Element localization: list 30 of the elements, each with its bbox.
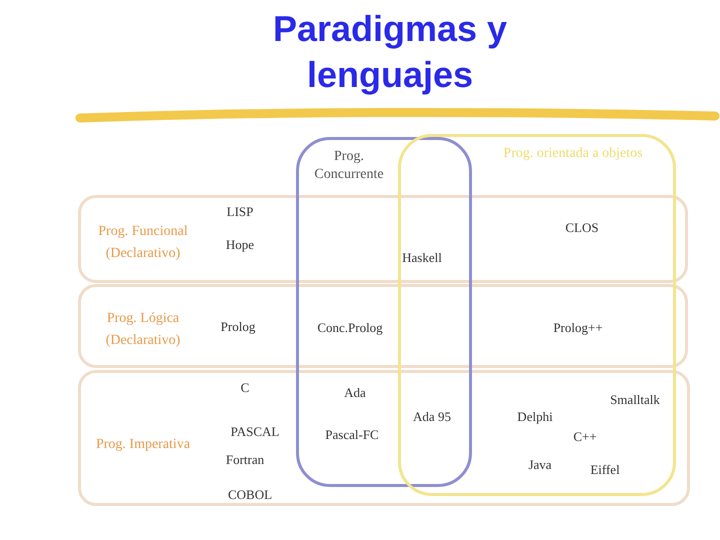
- language-name: C: [240, 380, 250, 396]
- language-name: Java: [528, 457, 552, 473]
- title: Paradigmas y lenguajes: [272, 7, 508, 97]
- language-name: Hope: [226, 237, 254, 253]
- language-name: Conc.Prolog: [317, 320, 383, 336]
- column-heading: Prog. orientada a objetos: [502, 145, 644, 163]
- language-name: Ada: [344, 385, 366, 401]
- column-heading: Prog. Concurrente: [313, 148, 385, 184]
- row-band: [78, 370, 690, 506]
- language-name: Ada 95: [413, 409, 451, 425]
- row-heading: Prog. Imperativa: [94, 436, 192, 454]
- column-outline: [296, 137, 472, 487]
- language-name: Prolog++: [553, 320, 603, 336]
- language-name: PASCAL: [230, 424, 280, 440]
- language-name: Haskell: [402, 250, 442, 266]
- language-name: Prolog: [220, 319, 256, 335]
- row-band: [78, 284, 688, 368]
- language-name: Pascal-FC: [325, 427, 379, 443]
- language-name: C++: [573, 429, 597, 445]
- language-name: Delphi: [517, 409, 553, 425]
- language-name: LISP: [226, 204, 254, 220]
- row-heading: Prog. Lógica (Declarativo): [104, 310, 182, 350]
- language-name: Smalltalk: [610, 392, 660, 408]
- row-band: [78, 195, 688, 283]
- language-name: CLOS: [565, 220, 599, 236]
- language-name: Eiffel: [590, 462, 620, 478]
- row-heading: Prog. Funcional (Declarativo): [97, 223, 189, 263]
- column-outline: [398, 134, 676, 496]
- language-name: Fortran: [226, 452, 264, 468]
- language-name: COBOL: [228, 487, 272, 503]
